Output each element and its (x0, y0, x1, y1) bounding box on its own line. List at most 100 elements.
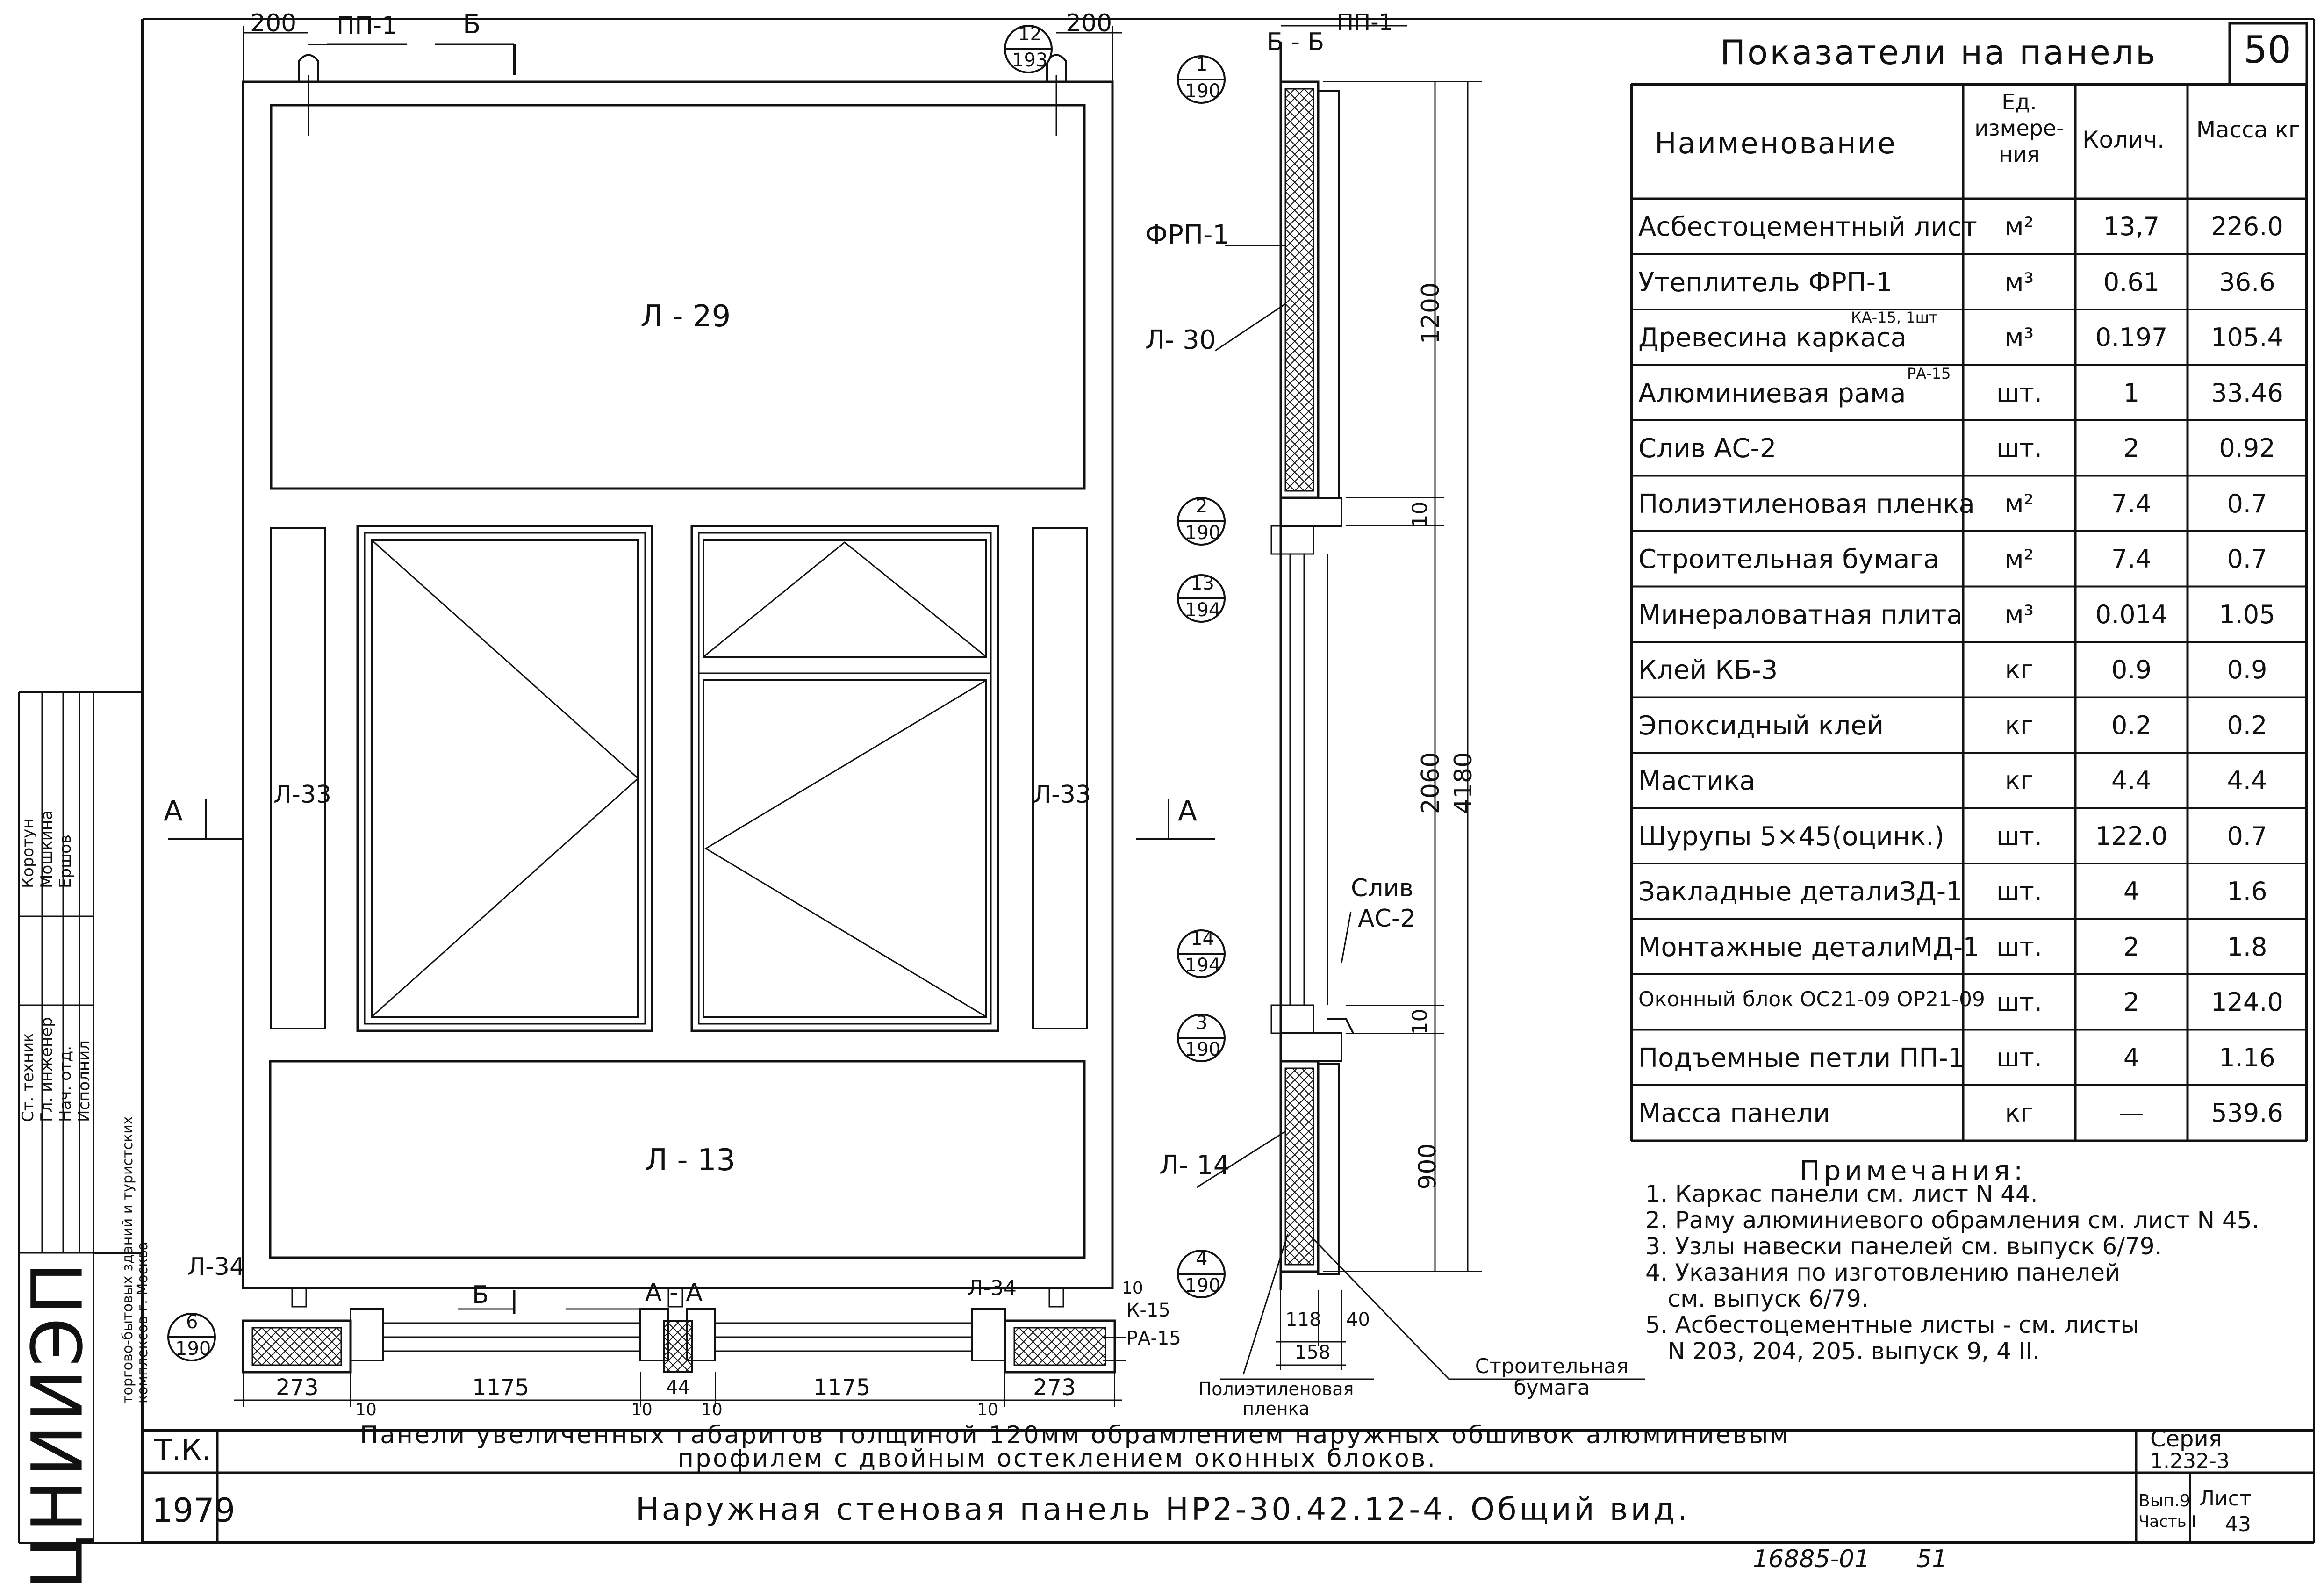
table-cell-name: Оконный блок ОС21-09 ОР21-09 (1638, 987, 1985, 1011)
table-cell-mass: 0.7 (2227, 489, 2267, 518)
callout-1-top: 1 (1196, 54, 1208, 75)
note-line: см. выпуск 6/79. (1645, 1285, 1869, 1312)
table-cell-unit: шт. (1996, 932, 2043, 962)
dimension-10-1: 10 (355, 1400, 377, 1419)
table-cell-mass: 36.6 (2219, 267, 2275, 297)
dimension-1200: 1200 (1417, 282, 1445, 345)
flashing-code-label: АС-2 (1358, 905, 1416, 933)
table-cell-qty: 1 (2123, 378, 2140, 408)
table-cell-name: Утеплитель ФРП-1 (1638, 267, 1893, 298)
callout-12-top: 12 (1018, 23, 1042, 45)
page-number: 50 (2244, 28, 2291, 72)
organization-logo: ЦНИИЭП (17, 1259, 99, 1590)
title-block-year: 1979 (152, 1491, 236, 1530)
part-label: Часть I (2138, 1512, 2196, 1531)
table-cell-qty: — (2119, 1098, 2144, 1128)
table-cell-name: Мастика (1638, 766, 1756, 796)
issue-label: Вып.9 (2138, 1491, 2191, 1511)
film-label: Полиэтиленовая пленка (1198, 1379, 1354, 1419)
note-line: 4. Указания по изготовлению панелей (1645, 1259, 2120, 1286)
table-cell-qty: 4 (2123, 1043, 2140, 1072)
table-cell-qty: 122.0 (2095, 821, 2168, 851)
table-cell-mass: 1.05 (2219, 599, 2275, 629)
table-header-unit: Ед. измере-ния (1974, 89, 2064, 167)
table-cell-qty: 7.4 (2111, 489, 2152, 518)
table-cell-mass: 1.16 (2219, 1043, 2275, 1072)
table-cell-qty: 0.2 (2111, 710, 2152, 740)
dimension-1175-left: 1175 (472, 1374, 530, 1401)
sheet-label: Лист (2199, 1487, 2252, 1511)
stamp-role: Нач. отд. (56, 1045, 75, 1122)
table-cell-name: Строительная бумага (1638, 544, 1940, 575)
panel-elevation (168, 26, 1215, 1308)
dimension-10-4: 10 (977, 1400, 998, 1419)
sheet-label-l33-right: Л-33 (1033, 781, 1091, 809)
dimension-10a: 10 (1408, 501, 1432, 528)
title-block-description-2: профилем с двойным остеклением оконных б… (678, 1445, 1437, 1473)
callout-14-top: 14 (1191, 928, 1214, 950)
dimension-273-left: 273 (276, 1374, 319, 1401)
table-cell-name: Полиэтиленовая пленка (1638, 489, 1975, 519)
frame-pa15-label: РА-15 (1126, 1328, 1181, 1349)
loop-label: ПП-1 (337, 12, 398, 40)
dimension-10-top: 10 (1122, 1279, 1143, 1298)
table-cell-unit: м² (2004, 212, 2034, 241)
section-arrow-a-left: А (164, 795, 183, 827)
notes-heading: Примечания: (1800, 1155, 2027, 1187)
note-line: N 203, 204, 205. выпуск 9, 4 II. (1645, 1338, 2040, 1365)
table-cell-unit: кг (2005, 655, 2034, 684)
table-cell-mass: 0.92 (2219, 433, 2275, 463)
table-cell-mass: 124.0 (2211, 987, 2283, 1017)
table-cell-qty: 13,7 (2103, 212, 2160, 241)
dimension-118: 118 (1285, 1309, 1321, 1331)
table-cell-name: Эпоксидный клей (1638, 710, 1884, 741)
organization-subtitle: торгово-бытовых зданий и туристских комп… (120, 1116, 151, 1403)
table-cell-name: Клей КБ-3 (1638, 655, 1778, 685)
stamp-name: Мошкина (37, 810, 56, 888)
dimension-273-right: 273 (1033, 1374, 1076, 1401)
sheet-label-l13: Л - 13 (645, 1143, 736, 1178)
dimension-44: 44 (666, 1377, 690, 1398)
dimension-4180: 4180 (1449, 752, 1478, 814)
table-row-note: РА-15 (1907, 365, 1951, 382)
table-title: Показатели на панель (1720, 33, 2158, 72)
table-cell-name: Закладные деталиЗД-1 (1638, 877, 1963, 907)
table-cell-mass: 0.9 (2227, 655, 2267, 684)
series-value: 1.232-3 (2150, 1449, 2230, 1473)
section-arrow-a-right: А (1178, 795, 1198, 827)
table-cell-qty: 2 (2123, 932, 2140, 962)
section-aa (234, 1290, 1126, 1407)
note-line: 2. Раму алюминиевого обрамления см. лист… (1645, 1207, 2259, 1234)
table-cell-mass: 1.6 (2227, 877, 2267, 906)
section-aa-title: А - А (645, 1279, 703, 1307)
table-cell-mass: 33.46 (2211, 378, 2283, 408)
table-cell-name: Алюминиевая рама (1638, 378, 1906, 409)
callout-14-bottom: 194 (1185, 955, 1221, 976)
section-loop-label: ПП-1 (1337, 9, 1393, 36)
table-row-note: КА-15, 1шт (1851, 309, 1938, 326)
table-cell-name: Подъемные петли ПП-1 (1638, 1043, 1965, 1073)
table-cell-unit: м² (2004, 489, 2034, 518)
table-cell-unit: шт. (1996, 821, 2043, 851)
table-cell-unit: шт. (1996, 987, 2043, 1017)
dimension-10-3: 10 (701, 1400, 723, 1419)
table-cell-unit: м³ (2004, 323, 2034, 352)
sheet-label-l34-right: Л-34 (968, 1276, 1017, 1300)
archive-stamp-page: 51 (1916, 1545, 1948, 1573)
insulation-label: ФРП-1 (1145, 220, 1229, 250)
table-cell-mass: 0.7 (2227, 821, 2267, 851)
table-cell-mass: 4.4 (2227, 766, 2267, 795)
callout-3-top: 3 (1196, 1012, 1208, 1034)
flashing-label: Слив (1351, 874, 1413, 902)
table-cell-name: Слив АС-2 (1638, 433, 1777, 464)
callout-2-top: 2 (1196, 496, 1208, 517)
dimension-label: 200 (1066, 9, 1112, 37)
table-cell-unit: м³ (2004, 267, 2034, 297)
callout-6-bottom: 190 (175, 1338, 211, 1360)
callout-13-bottom: 194 (1185, 599, 1221, 621)
note-line: 1. Каркас панели см. лист N 44. (1645, 1180, 2038, 1208)
table-cell-name: Асбестоцементный лист (1638, 212, 1977, 242)
table-cell-qty: 0.9 (2111, 655, 2152, 684)
table-row-lines (1631, 253, 2307, 1086)
